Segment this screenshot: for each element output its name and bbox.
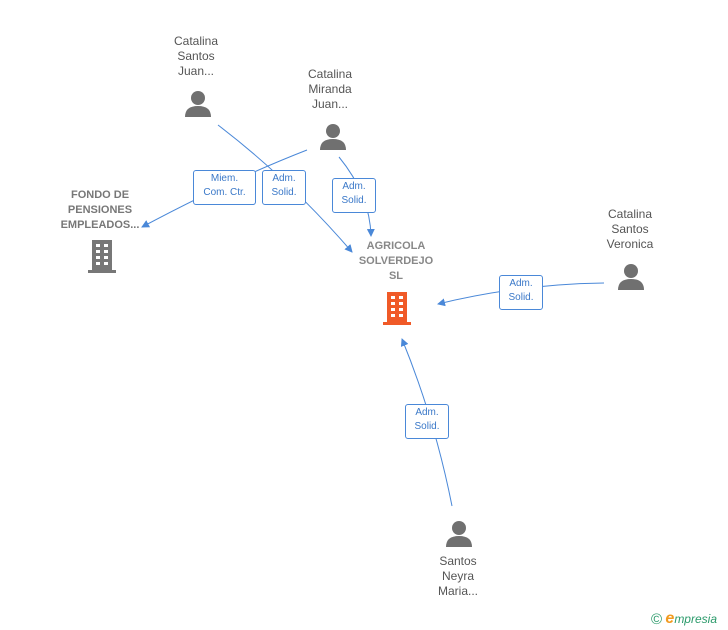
node-name-line: Santos bbox=[439, 554, 477, 568]
brand-name: mpresia bbox=[674, 612, 717, 626]
empresia-logo[interactable]: © empresia bbox=[651, 610, 717, 628]
node-name-line: FONDO DE bbox=[70, 189, 130, 201]
building-icon[interactable] bbox=[86, 238, 118, 274]
edge-label-line: Adm. bbox=[342, 181, 366, 192]
node-name-line: Catalina bbox=[173, 34, 219, 48]
edge-label-line: Adm. bbox=[272, 173, 296, 184]
node-name-line: Catalina bbox=[607, 207, 653, 221]
person-icon[interactable] bbox=[444, 518, 474, 548]
person-icon[interactable] bbox=[318, 121, 348, 151]
edge-label-adm-solid[interactable]: Adm. Solid. bbox=[262, 170, 306, 205]
edge-label-adm-solid[interactable]: Adm. Solid. bbox=[499, 275, 543, 310]
edge-label-adm-solid[interactable]: Adm. Solid. bbox=[332, 178, 376, 213]
edge-label-line: Solid. bbox=[271, 187, 297, 198]
brand-initial: e bbox=[665, 610, 675, 627]
node-agricola-solverdejo[interactable]: AGRICOLA SOLVERDEJO SL bbox=[345, 239, 447, 284]
node-name-line: Veronica bbox=[606, 237, 654, 251]
edge-label-line: Adm. bbox=[509, 278, 533, 289]
node-catalina-santos-juan[interactable]: Catalina Santos Juan... bbox=[160, 34, 232, 79]
building-icon[interactable] bbox=[381, 290, 413, 326]
edge-label-line: Adm. bbox=[415, 407, 439, 418]
node-name-line: SL bbox=[388, 270, 404, 282]
node-name-line: Juan... bbox=[177, 64, 215, 78]
node-name-line: AGRICOLA bbox=[366, 240, 426, 252]
node-name-line: Santos bbox=[177, 49, 215, 63]
node-name-line: Catalina bbox=[307, 67, 353, 81]
node-name-line: SOLVERDEJO bbox=[358, 255, 434, 267]
edge-label-line: Solid. bbox=[341, 195, 367, 206]
node-name-line: Juan... bbox=[311, 97, 349, 111]
edge-label-miem-com-ctr[interactable]: Miem. Com. Ctr. bbox=[193, 170, 256, 205]
person-icon[interactable] bbox=[616, 261, 646, 291]
node-santos-neyra-maria[interactable]: Santos Neyra Maria... bbox=[420, 554, 496, 599]
edge-label-line: Miem. bbox=[210, 173, 239, 184]
node-name-line: Santos bbox=[611, 222, 649, 236]
node-name-line: Neyra bbox=[441, 569, 474, 583]
copyright-icon: © bbox=[651, 611, 663, 628]
node-fondo-de-pensiones[interactable]: FONDO DE PENSIONES EMPLEADOS... bbox=[50, 188, 150, 233]
edge-label-line: Solid. bbox=[414, 421, 440, 432]
edge-label-line: Solid. bbox=[508, 292, 534, 303]
node-name-line: EMPLEADOS... bbox=[60, 219, 140, 231]
node-name-line: Miranda bbox=[308, 82, 352, 96]
node-name-line: Maria... bbox=[437, 584, 478, 598]
node-catalina-miranda-juan[interactable]: Catalina Miranda Juan... bbox=[294, 67, 366, 112]
edge-label-adm-solid[interactable]: Adm. Solid. bbox=[405, 404, 449, 439]
node-catalina-santos-veronica[interactable]: Catalina Santos Veronica bbox=[590, 207, 670, 252]
edge-label-line: Com. Ctr. bbox=[203, 187, 246, 198]
node-name-line: PENSIONES bbox=[67, 204, 133, 216]
person-icon[interactable] bbox=[183, 88, 213, 118]
